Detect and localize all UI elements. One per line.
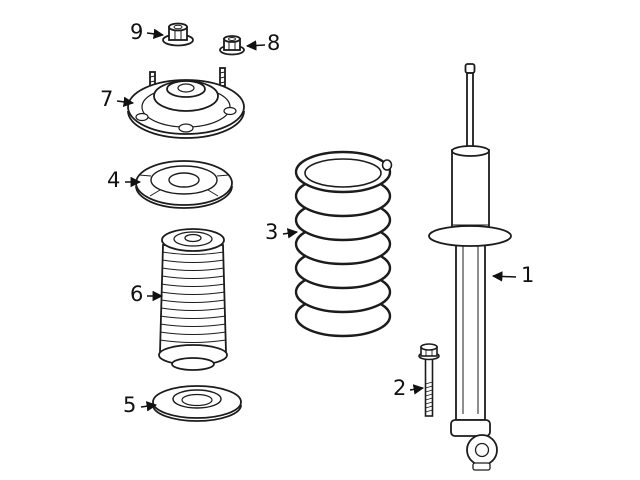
callout-2: 2 bbox=[393, 376, 407, 400]
callout-9: 9 bbox=[130, 20, 144, 44]
strut-mount-drawing bbox=[127, 67, 245, 139]
arrow-2 bbox=[409, 384, 425, 395]
arrow-7 bbox=[116, 96, 135, 108]
upper-spring-seat-drawing bbox=[135, 160, 233, 209]
coil-spring-drawing bbox=[294, 150, 393, 338]
arrow-8 bbox=[245, 40, 266, 51]
arrow-5 bbox=[140, 401, 158, 412]
callout-6: 6 bbox=[130, 282, 144, 306]
callout-7: 7 bbox=[100, 87, 114, 111]
callout-4: 4 bbox=[107, 168, 121, 192]
callout-5: 5 bbox=[123, 393, 137, 417]
callout-8: 8 bbox=[267, 31, 281, 55]
nut-drawing bbox=[219, 35, 245, 56]
dust-boot-drawing bbox=[158, 228, 228, 371]
arrow-3 bbox=[282, 228, 299, 239]
callout-1: 1 bbox=[521, 263, 535, 287]
shock-absorber-drawing bbox=[428, 63, 512, 471]
lower-spring-pad-drawing bbox=[152, 385, 242, 422]
flange-nut-drawing bbox=[162, 22, 194, 47]
arrow-1 bbox=[491, 271, 517, 282]
leader-arrows bbox=[116, 28, 517, 412]
arrow-9 bbox=[146, 28, 165, 40]
bolt-drawing bbox=[418, 343, 440, 417]
callout-3: 3 bbox=[265, 220, 279, 244]
